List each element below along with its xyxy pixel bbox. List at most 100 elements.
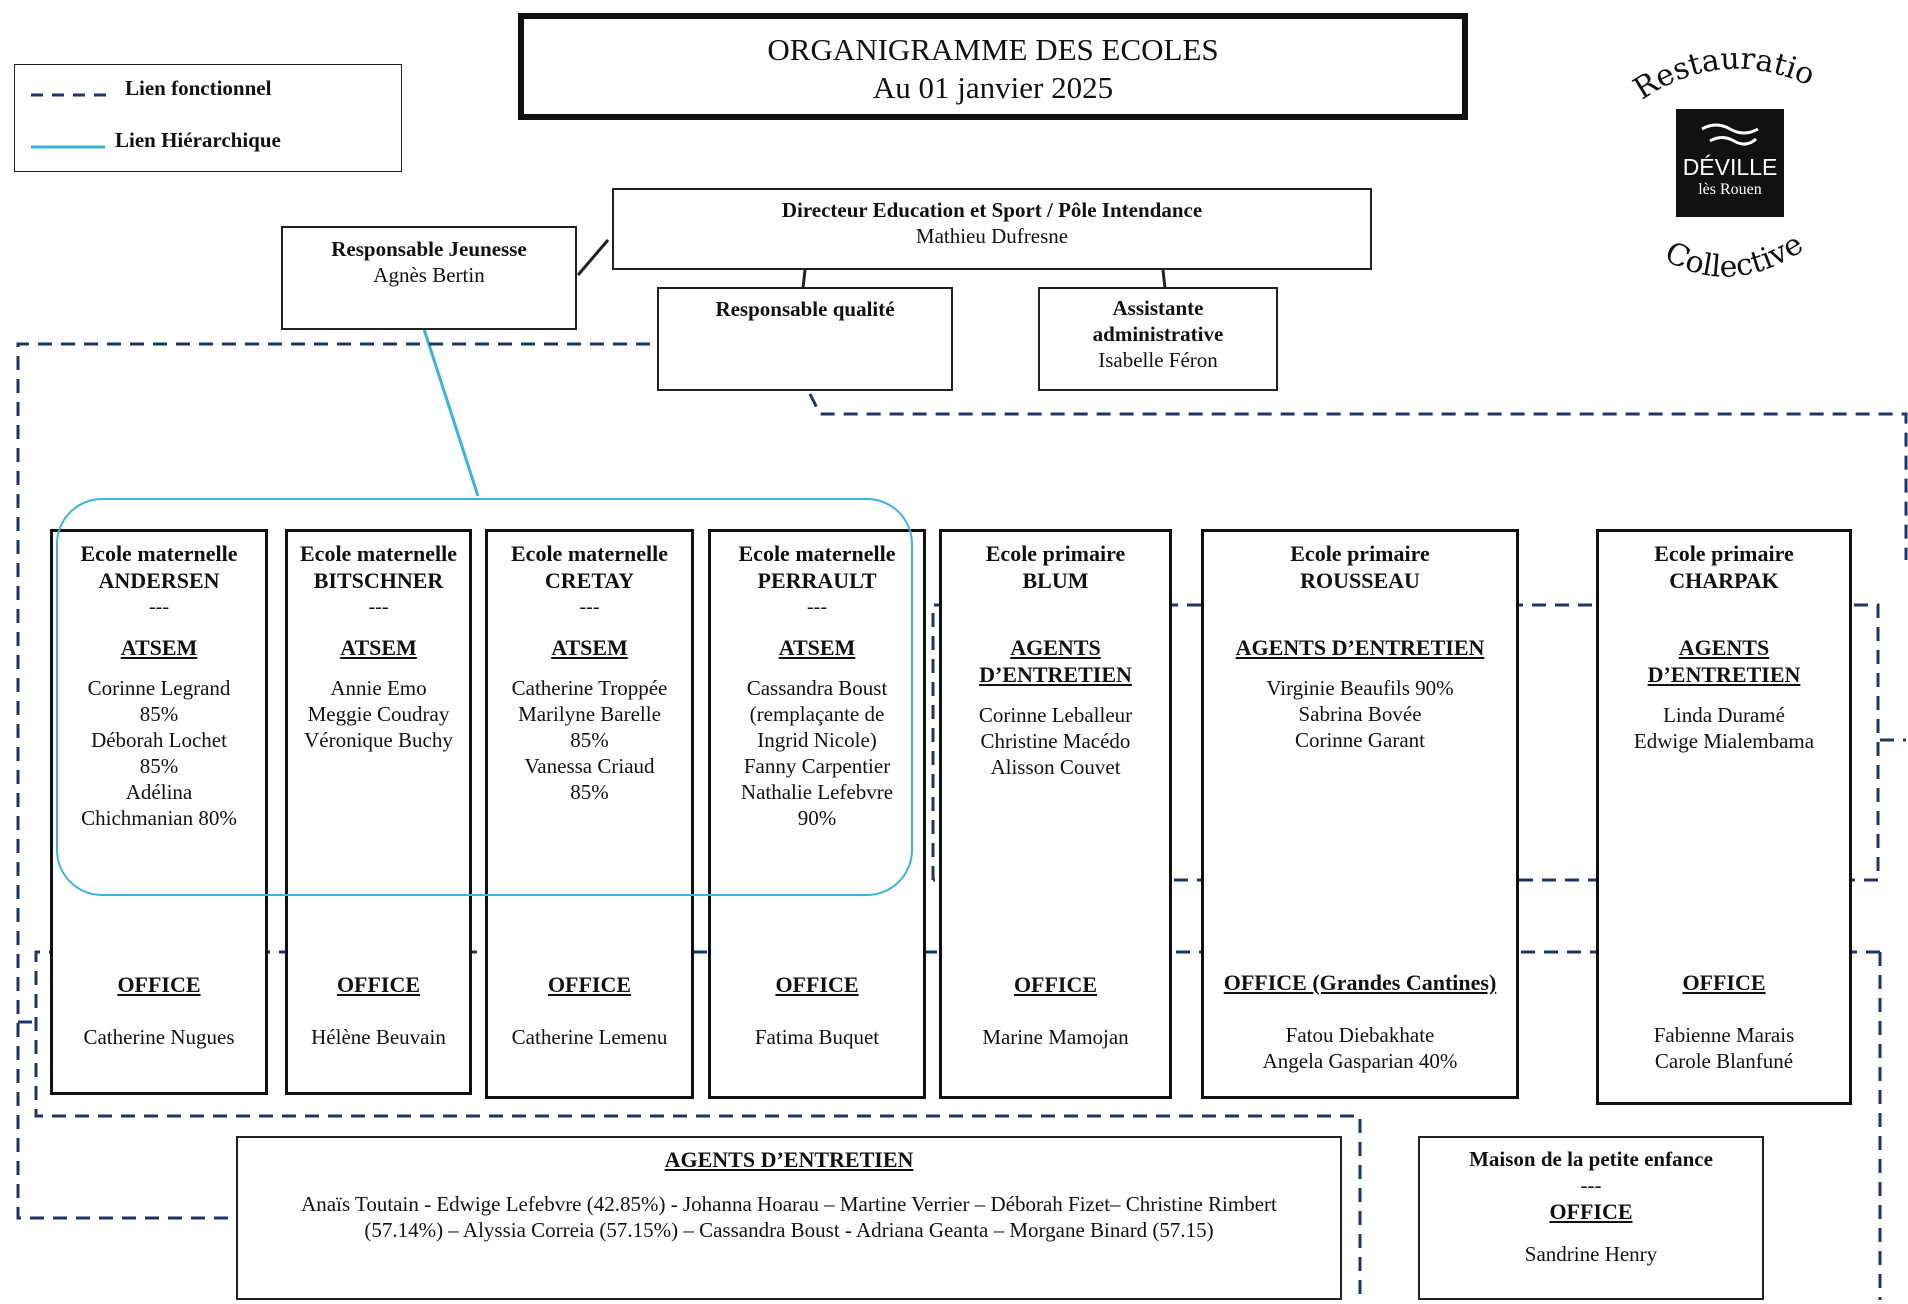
petite-enfance-office-title: OFFICE [1549, 1199, 1633, 1224]
quality-role: Responsable qualité [715, 297, 895, 321]
staff-member: Linda Duramé [1663, 703, 1785, 727]
staff-member: Annie Emo [330, 676, 427, 700]
staff-member: 85% [570, 780, 609, 804]
office-member: Catherine Lemenu [511, 1025, 668, 1049]
staff-member: (remplaçante de [749, 702, 885, 726]
office-title: OFFICE [1013, 972, 1098, 997]
staff-member: Catherine Troppée [511, 676, 668, 700]
school-name: ROUSSEAU [1300, 568, 1420, 593]
hierarchical-link [422, 328, 480, 497]
staff-member: Ingrid Nicole) [757, 728, 877, 752]
school-separator: --- [579, 596, 600, 618]
school-type: Ecole primaire [1290, 541, 1430, 566]
maintenance-box: AGENTS D’ENTRETIEN Anaïs Toutain - Edwig… [236, 1136, 1342, 1300]
director-name: Mathieu Dufresne [915, 224, 1069, 248]
title-box: ORGANIGRAMME DES ECOLES Au 01 janvier 20… [518, 13, 1468, 120]
office-member: Fatima Buquet [754, 1025, 880, 1049]
assistant-role-2: administrative [1092, 322, 1224, 346]
school-type: Ecole maternelle [511, 541, 668, 566]
staff-member: Meggie Coudray [307, 702, 450, 726]
school-name: CRETAY [544, 568, 635, 593]
staff-member: Marilyne Barelle [518, 702, 661, 726]
logo-bottom-textpath: Collective [1659, 226, 1809, 285]
quality-box: Responsable qualité [657, 287, 953, 391]
staff-member: Chichmanian 80% [81, 806, 237, 830]
petite-enfance-box: Maison de la petite enfance --- OFFICE S… [1418, 1136, 1764, 1300]
staff-title: ATSEM [120, 635, 198, 660]
staff-member: Christine Macédo [980, 729, 1131, 753]
maintenance-line-2: (57.14%) – Alyssia Correia (57.15%) – Ca… [364, 1218, 1214, 1242]
staff-member: Corinne Legrand [87, 676, 231, 700]
legend-lines [31, 93, 109, 149]
office-member: Fabienne Marais [1653, 1023, 1795, 1047]
office-title: OFFICE [775, 972, 859, 997]
school-separator: --- [149, 596, 169, 618]
staff-title: ATSEM [778, 635, 856, 660]
wave-icon [1701, 123, 1759, 146]
director-quality-tick [801, 269, 807, 289]
staff-title: ATSEM [340, 635, 417, 660]
maintenance-title: AGENTS D’ENTRETIEN [664, 1147, 914, 1172]
staff-member: Véronique Buchy [304, 728, 453, 752]
school-type: Ecole primaire [985, 541, 1126, 566]
school-type: Ecole maternelle [300, 541, 457, 566]
staff-title: AGENTS D’ENTRETIEN [1235, 635, 1485, 660]
petite-enfance-title: Maison de la petite enfance [1469, 1147, 1713, 1171]
page-title: ORGANIGRAMME DES ECOLES [767, 32, 1219, 67]
logo: Restauration Collective DÉVILLE lès Roue… [1620, 0, 1830, 295]
school-name: CHARPAK [1669, 568, 1779, 593]
staff-member: Nathalie Lefebvre [740, 780, 894, 804]
office-member: Hélène Beuvain [311, 1025, 446, 1049]
logo-badge: DÉVILLE lès Rouen [1676, 109, 1784, 217]
office-member: Marine Mamojan [982, 1025, 1129, 1049]
legend-functional-label: Lien fonctionnel [125, 76, 272, 100]
youth-name: Agnès Bertin [373, 263, 485, 287]
office-member: Fatou Diebakhate [1285, 1023, 1435, 1047]
staff-member: 85% [139, 754, 179, 778]
school-separator: --- [807, 596, 827, 618]
school-separator: --- [368, 596, 389, 618]
youth-role: Responsable Jeunesse [331, 237, 527, 261]
office-block: OFFICE Marine Mamojan [942, 971, 1169, 1050]
wave-icon-upper [1701, 123, 1759, 135]
youth-box: Responsable Jeunesse Agnès Bertin [281, 226, 577, 330]
staff-member: Corinne Leballeur [978, 703, 1133, 727]
staff-member: Alisson Couvet [990, 755, 1121, 779]
school-type: Ecole maternelle [738, 541, 896, 566]
office-block: OFFICE (Grandes Cantines)Fatou Diebakhat… [1204, 969, 1516, 1074]
legend: Lien fonctionnel Lien Hiérarchique [14, 64, 402, 172]
staff-member: Vanessa Criaud [524, 754, 655, 778]
office-title: OFFICE [1682, 970, 1766, 995]
director-role: Directeur Education et Sport / Pôle Inte… [781, 198, 1203, 222]
office-member: Angela Gasparian 40% [1262, 1049, 1458, 1073]
assistant-name: Isabelle Féron [1098, 348, 1218, 372]
school-name: ANDERSEN [98, 568, 220, 593]
petite-enfance-office-name: Sandrine Henry [1524, 1242, 1658, 1266]
page-subtitle: Au 01 janvier 2025 [872, 70, 1114, 105]
assistant-box: Assistante administrative Isabelle Féron [1038, 287, 1278, 391]
staff-member: Sabrina Bovée [1298, 702, 1422, 726]
staff-title: AGENTS D’ENTRETIEN [979, 635, 1132, 687]
logo-top-text: Restauration [1630, 25, 1820, 107]
staff-member: Adélina [125, 780, 193, 804]
assistant-role-1: Assistante [1112, 296, 1204, 320]
staff-member: Déborah Lochet [91, 728, 227, 752]
logo-bottom-text: Collective [1659, 226, 1809, 285]
logo-town: DÉVILLE [1682, 154, 1778, 180]
logo-top-textpath: Restauration [1620, 0, 1819, 107]
office-member: Catherine Nugues [83, 1025, 235, 1049]
staff-title: AGENTS D’ENTRETIEN [1647, 635, 1801, 687]
director-youth-link [576, 239, 610, 276]
staff-member: Edwige Mialembama [1633, 729, 1815, 753]
school-name: PERRAULT [757, 568, 877, 593]
